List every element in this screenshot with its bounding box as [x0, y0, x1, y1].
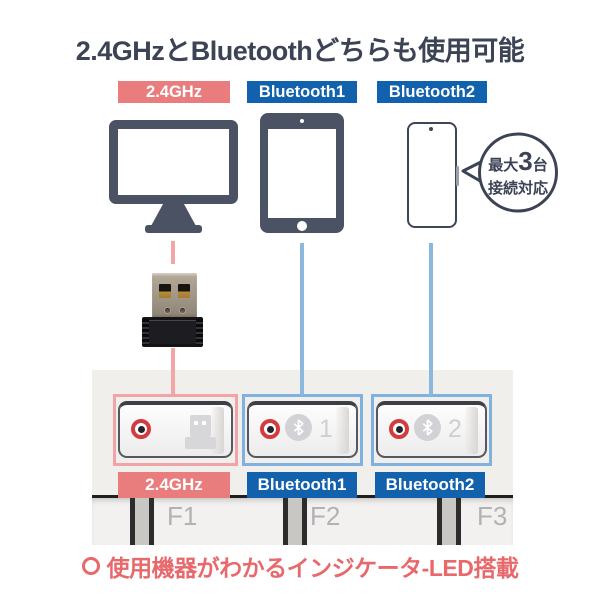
led-dot	[395, 425, 403, 433]
monitor-base	[145, 225, 202, 233]
tablet-icon	[260, 113, 344, 233]
bluetooth-channel-number: 2	[448, 415, 462, 443]
led-indicator	[260, 419, 280, 439]
bluetooth-icon	[414, 414, 441, 441]
led-indicator	[389, 419, 409, 439]
phone-side-button	[456, 166, 459, 186]
fkey-f2: F2	[310, 501, 341, 531]
key-label-bluetooth1: Bluetooth1	[247, 472, 357, 498]
usb-connector-hole	[159, 284, 171, 298]
highlight-box-bluetooth2	[371, 394, 492, 466]
bluetooth-icon	[285, 414, 312, 441]
max-devices-bubble: 最大 3 台 接続対応	[455, 128, 565, 218]
feature-caption: 使用機器がわかるインジケータ-LED搭載	[0, 551, 600, 581]
tablet-screen	[268, 129, 336, 218]
tablet-home-button	[297, 221, 307, 231]
monitor-stand	[151, 203, 196, 226]
bubble-prefix: 最大	[488, 156, 519, 174]
connector-line-bluetooth1	[300, 243, 304, 395]
connector-line-24ghz-lower	[171, 348, 175, 395]
led-indicator	[131, 419, 151, 439]
bubble-suffix: 台	[532, 156, 548, 174]
indicator-key-bluetooth1: 1	[247, 401, 358, 458]
led-dot	[266, 425, 274, 433]
top-label-bluetooth2: Bluetooth2	[377, 81, 487, 103]
usb-body-panel	[149, 320, 196, 344]
top-label-bluetooth1: Bluetooth1	[247, 81, 357, 103]
desktop-monitor-icon	[109, 120, 238, 233]
usb-connector-hole	[178, 284, 190, 298]
keycap-gap	[283, 498, 307, 545]
key-label-24ghz: 2.4GHz	[118, 472, 230, 498]
page-title: 2.4GHzとBluetoothどちらも使用可能	[75, 36, 525, 66]
phone-camera-dot	[429, 127, 433, 131]
connector-line-bluetooth2	[429, 243, 433, 395]
keyboard-photo: 1 2 F1 F2 F3	[92, 370, 513, 545]
monitor-screen	[109, 120, 238, 204]
bubble-shape	[461, 132, 558, 213]
key-reflection	[465, 407, 478, 454]
bluetooth-channel-number: 1	[319, 415, 333, 443]
function-key-row: F1 F2 F3	[92, 498, 513, 545]
usb-body-ridges	[142, 319, 149, 345]
caption-text: 使用機器がわかるインジケータ-LED搭載	[106, 555, 519, 581]
usb-receiver-icon	[185, 415, 218, 449]
key-reflection	[336, 407, 349, 454]
led-dot	[137, 425, 145, 433]
key-label-bluetooth2: Bluetooth2	[375, 472, 485, 498]
usb-connector-pinhole	[180, 308, 185, 313]
led-ring-icon	[81, 557, 100, 575]
fkey-f1: F1	[167, 501, 198, 531]
highlight-box-bluetooth1	[242, 394, 363, 466]
indicator-key-bluetooth2: 2	[376, 401, 487, 458]
top-label-24ghz: 2.4GHz	[118, 81, 230, 103]
fkey-f3: F3	[477, 501, 508, 531]
bubble-text: 最大 3 台 接続対応	[478, 128, 558, 218]
bubble-count: 3	[518, 145, 533, 176]
smartphone-icon	[407, 122, 459, 228]
keycap-gap	[437, 498, 461, 545]
keycap-gap	[130, 498, 154, 545]
highlight-box-24ghz	[113, 394, 238, 466]
usb-connector-pinhole	[165, 308, 170, 313]
indicator-key-24ghz	[118, 401, 233, 458]
connector-line-24ghz-upper	[171, 241, 175, 264]
usb-receiver-body	[142, 317, 203, 347]
tablet-camera-dot	[300, 119, 304, 123]
usb-body-ridges	[196, 319, 203, 345]
usb-receiver-image	[152, 273, 197, 318]
bubble-line2: 接続対応	[487, 179, 548, 197]
